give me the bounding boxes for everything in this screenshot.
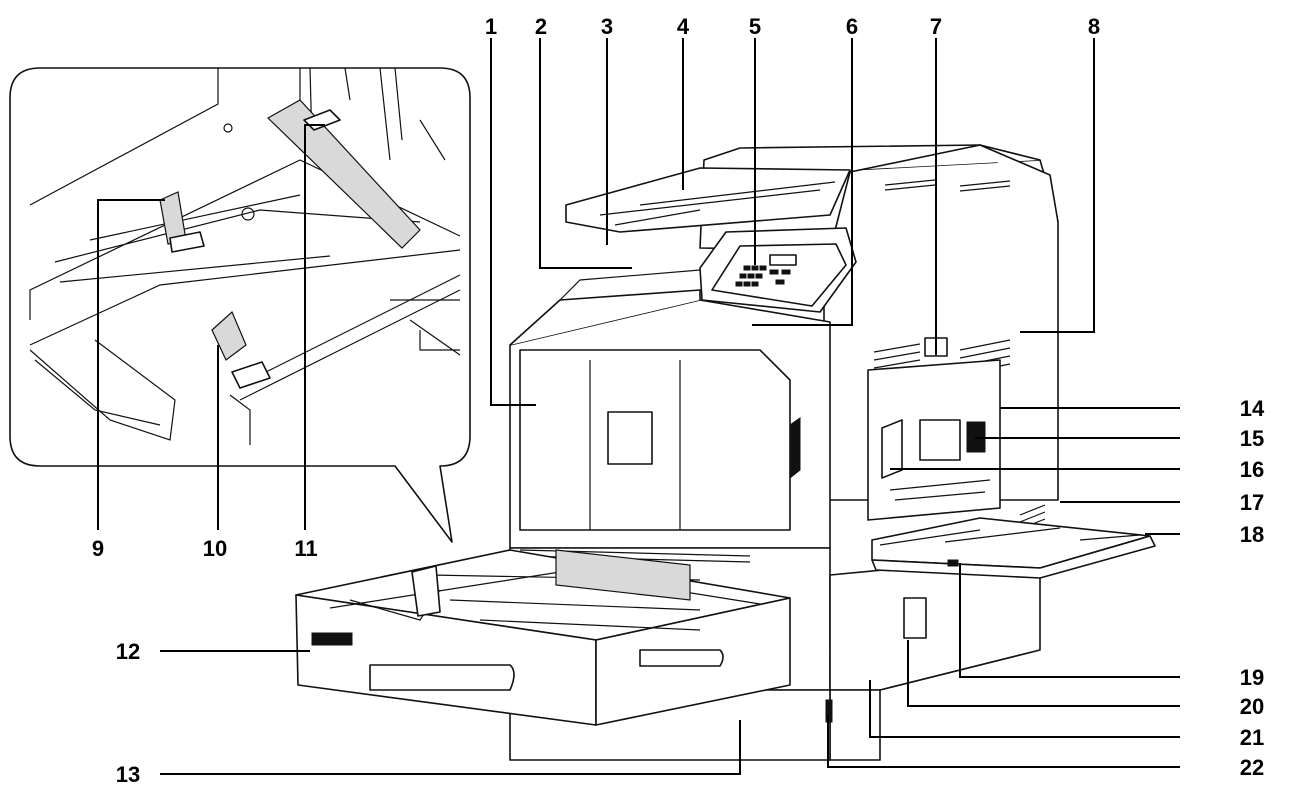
callout-5: 5 bbox=[749, 14, 761, 39]
leader-lines bbox=[97, 38, 1180, 775]
cassette-detail-inset bbox=[9, 67, 471, 543]
callout-12: 12 bbox=[116, 639, 140, 664]
callout-14: 14 bbox=[1240, 396, 1265, 421]
callout-8: 8 bbox=[1088, 14, 1100, 39]
callout-9: 9 bbox=[92, 536, 104, 561]
callout-4: 4 bbox=[677, 14, 690, 39]
callout-15: 15 bbox=[1240, 426, 1264, 451]
callout-20: 20 bbox=[1240, 694, 1264, 719]
mp-tray bbox=[871, 517, 1156, 579]
callout-21: 21 bbox=[1240, 725, 1264, 750]
callout-numbers: 1 2 3 4 5 6 7 8 9 10 11 12 13 14 15 16 1… bbox=[92, 14, 1265, 787]
keypad bbox=[735, 254, 797, 287]
callout-1: 1 bbox=[485, 14, 497, 39]
callout-7: 7 bbox=[930, 14, 942, 39]
callout-18: 18 bbox=[1240, 522, 1264, 547]
callout-6: 6 bbox=[846, 14, 858, 39]
callout-3: 3 bbox=[601, 14, 613, 39]
callout-17: 17 bbox=[1240, 490, 1264, 515]
callout-22: 22 bbox=[1240, 755, 1264, 780]
callout-10: 10 bbox=[203, 536, 227, 561]
paper-cassette bbox=[295, 549, 791, 726]
callout-11: 11 bbox=[294, 536, 317, 561]
callout-16: 16 bbox=[1240, 457, 1264, 482]
callout-2: 2 bbox=[535, 14, 547, 39]
callout-13: 13 bbox=[116, 762, 140, 787]
callout-19: 19 bbox=[1240, 665, 1264, 690]
printer-body bbox=[295, 144, 1156, 761]
side-vents bbox=[873, 179, 1046, 530]
